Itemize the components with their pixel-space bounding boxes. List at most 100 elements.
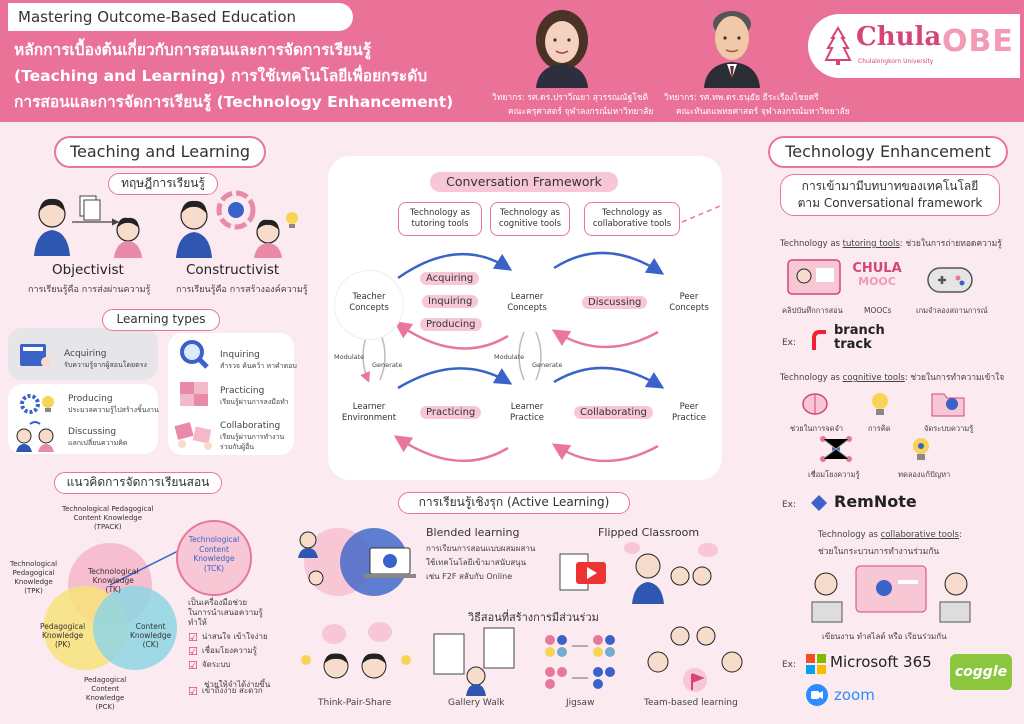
collaborating-tag: Collaborating — [574, 406, 653, 419]
tool-line-3: ทำให้ — [188, 618, 207, 627]
logo-panel — [808, 14, 1020, 78]
moocs-label: MOOCs — [864, 306, 892, 315]
constructivist-illustration — [172, 188, 302, 258]
acquiring-tag: Acquiring — [420, 272, 480, 285]
cognitive-tools-line: Technology as cognitive tools: ช่วยในการ… — [780, 373, 1005, 383]
branchtrack-logo: branch track — [808, 324, 888, 354]
chula-mooc-logo: CHULA MOOC — [852, 261, 902, 288]
remnote-icon — [808, 492, 830, 514]
objectivist-desc: การเรียนรู้คือ การส่งผ่านความรู้ — [28, 285, 151, 295]
ex-label-1: Ex: — [782, 338, 797, 348]
type-producing-name: Producing — [68, 394, 113, 404]
speaker-2-org: คณะทันตแพทยศาสตร์ จุฬาลงกรณ์มหาวิทยาลัย — [676, 107, 850, 117]
blended-desc-3: เช่น F2F สลับกับ Online — [426, 572, 513, 581]
discussing-tag: Discussing — [582, 296, 648, 309]
jigsaw-illustration — [536, 624, 628, 694]
tck-circle — [176, 520, 252, 596]
cog-item-2: การคิด — [868, 424, 891, 433]
chula-logo-subtext: Chulalongkorn University — [858, 58, 934, 65]
inquiring-tag: Inquiring — [422, 295, 479, 308]
game-controller-icon — [922, 256, 978, 302]
video-clip-icon — [786, 258, 842, 298]
series-title: Mastering Outcome-Based Education — [8, 3, 353, 31]
type-discussing-desc: แลกเปลี่ยนความคิด — [68, 439, 128, 447]
team-puzzle-icon — [172, 416, 216, 450]
section-teaching-learning: Teaching and Learning — [54, 136, 266, 168]
cog-item-4: เชื่อมโยงความรู้ — [808, 470, 860, 479]
speaker-2-photo — [698, 2, 766, 88]
cog-item-5: ทดลองแก้ปัญหา — [898, 470, 951, 479]
flipped-illustration — [552, 540, 722, 604]
flipped-title: Flipped Classroom — [598, 526, 700, 539]
clip-label: คลิปบันทึกการสอน — [782, 306, 843, 315]
page-title: หลักการเบื้องต้นเกี่ยวกับการสอนและการจัด… — [14, 41, 454, 111]
section-technology-enhancement: Technology Enhancement — [768, 136, 1008, 168]
objectivist-label: Objectivist — [52, 262, 124, 278]
chula-crest-icon — [822, 26, 854, 66]
learning-types-heading: Learning types — [102, 309, 220, 331]
remnote-logo: RemNote — [834, 492, 917, 511]
blended-desc-2: ใช้เทคโนโลยีเข้ามาสนับสนุน — [426, 558, 527, 567]
check-icon: ☑ — [188, 644, 198, 658]
type-collaborating-desc-2: ร่วมกับผู้อื่น — [220, 443, 255, 451]
check-icon: ☑ — [188, 658, 198, 672]
collaborative-tools-line: Technology as collaborative tools: — [818, 530, 962, 540]
microsoft-logo-icon — [806, 654, 826, 674]
collab-desc: ช่วยในกระบวนการทำงานร่วมกัน — [818, 547, 940, 557]
tool-line-1: เป็นเครื่องมือช่วย — [188, 598, 248, 607]
bulb-gear-icon — [906, 434, 936, 464]
puzzle-icon — [174, 378, 214, 410]
method-team-based: Team-based learning — [644, 698, 738, 708]
ex-label-3: Ex: — [782, 660, 797, 670]
type-collaborating-name: Collaborating — [220, 421, 281, 431]
constructivist-desc: การเรียนรู้คือ การสร้างองค์ความรู้ — [176, 285, 308, 295]
folder-gear-icon — [930, 388, 966, 418]
modulate-center: Modulate — [494, 353, 525, 361]
coggle-logo: coggle — [950, 654, 1012, 690]
think-pair-share-illustration — [296, 620, 416, 694]
speaker-1-name: วิทยากร: รศ.ดร.ปราวีณยา สุวรรณณัฐโชติ — [492, 93, 649, 103]
generate-left: Generate — [372, 361, 403, 369]
collaboration-illustration — [806, 560, 976, 630]
microsoft-365-logo: Microsoft 365 — [830, 653, 932, 671]
method-jigsaw: Jigsaw — [566, 698, 595, 708]
benefit-checklist: ☑น่าสนใจ เข้าใจง่าย ☑เชื่อมโยงความรู้ ☑จ… — [188, 630, 271, 698]
concept-heading: แนวคิดการจัดการเรียนสอน — [54, 472, 222, 494]
obe-logo: OBE — [942, 24, 1014, 59]
zoom-icon — [806, 684, 828, 706]
book-icon — [14, 340, 54, 370]
blended-illustration — [288, 520, 420, 600]
check-icon: ☑ — [188, 630, 198, 644]
blended-desc-1: การเรียนการสอนแบบผสมผสาน — [426, 544, 536, 553]
objectivist-illustration — [28, 192, 148, 258]
modulate-left: Modulate — [334, 353, 365, 361]
practicing-tag: Practicing — [420, 406, 482, 419]
tool-line-2: ในการนำเสนอความรู้ — [188, 608, 263, 617]
participation-heading: วิธีสอนที่สร้างการมีส่วนร่วม — [468, 611, 599, 624]
zoom-logo: zoom — [834, 686, 875, 704]
method-gallery-walk: Gallery Walk — [448, 698, 505, 708]
speaker-2-name: วิทยากร: รศ.ทพ.ดร.ธนุธัย ธีระเรืองไชยศรี — [664, 93, 819, 103]
collab-items: เขียนงาน ทำสไลด์ หรือ เรียนร่วมกัน — [822, 632, 947, 641]
type-producing-desc: ประมวลความรู้ไปสร้างชิ้นงาน — [68, 406, 159, 414]
discussion-people-icon — [12, 420, 58, 452]
cog-item-1: ช่วยในการจดจำ — [790, 424, 844, 433]
tpack-venn — [30, 530, 190, 680]
ex-label-2: Ex: — [782, 500, 797, 510]
type-discussing-name: Discussing — [68, 427, 117, 437]
generate-center: Generate — [532, 361, 563, 369]
